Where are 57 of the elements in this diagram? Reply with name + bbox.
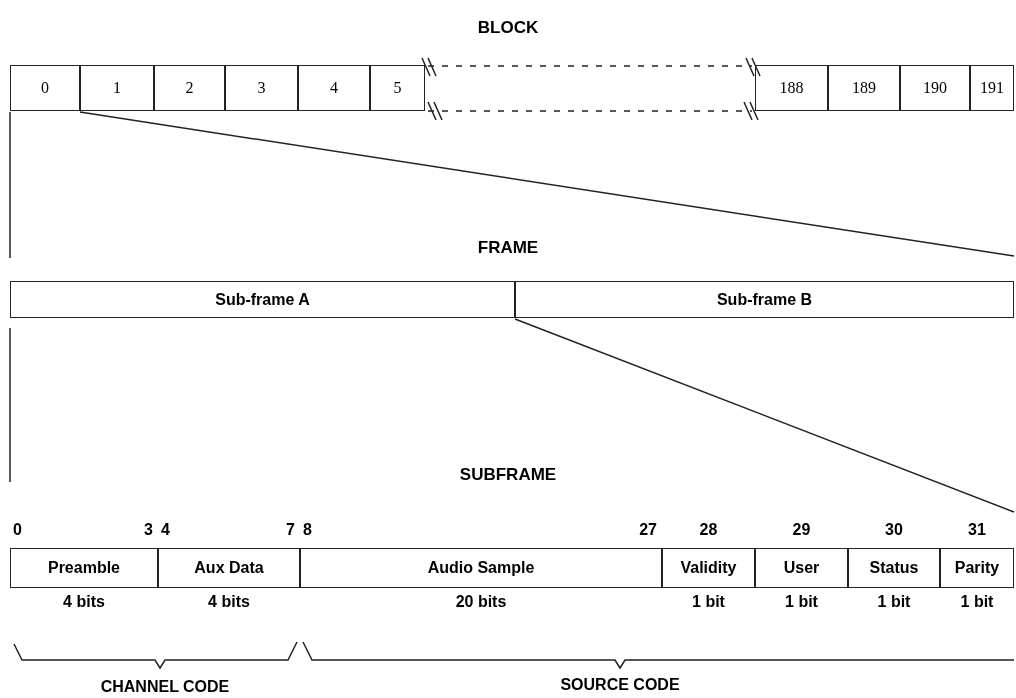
field-label: 5	[393, 79, 402, 97]
bit-count: 1 bit	[691, 593, 726, 611]
field-label: 1	[113, 79, 121, 97]
field-label: Audio Sample	[427, 559, 535, 577]
field-cell	[828, 65, 900, 111]
bit-count: 4 bits	[207, 593, 251, 611]
field-cell	[900, 65, 970, 111]
bit-count: 1 bit	[784, 593, 819, 611]
brace-label: CHANNEL CODE	[99, 678, 231, 696]
field-label: Sub-frame A	[215, 290, 310, 309]
field-cell	[370, 65, 425, 111]
field-label: 189	[852, 79, 876, 97]
bit-count: 20 bits	[454, 593, 508, 611]
field-cell	[515, 281, 1014, 318]
field-label: 188	[779, 79, 804, 97]
zoom-line	[9, 327, 11, 483]
field-label: 3	[257, 79, 266, 97]
section-heading: SUBFRAME	[458, 465, 558, 485]
field-cell	[298, 65, 370, 111]
bit-number: 8	[303, 521, 312, 539]
field-label: 2	[185, 79, 194, 97]
brace-label: SOURCE CODE	[559, 676, 681, 694]
bit-number: 7	[286, 521, 295, 539]
section-heading: BLOCK	[476, 18, 540, 38]
field-cell	[225, 65, 298, 111]
bit-count: 1 bit	[959, 593, 995, 611]
field-cell	[970, 65, 1014, 111]
bit-number: 30	[884, 521, 904, 539]
field-cell	[80, 65, 154, 111]
field-label: Sub-frame B	[716, 290, 813, 309]
bit-count: 4 bits	[62, 593, 106, 611]
field-cell	[755, 65, 828, 111]
bit-number: 4	[161, 521, 170, 539]
field-cell	[10, 65, 80, 111]
field-label: 191	[980, 79, 1004, 97]
bit-number: 31	[967, 521, 987, 539]
zoom-line	[9, 111, 11, 259]
field-label: User	[783, 559, 820, 577]
section-heading: FRAME	[476, 238, 540, 258]
field-label: 0	[41, 79, 49, 97]
field-label: Status	[869, 559, 919, 577]
bit-number: 0	[13, 521, 22, 539]
zoom-line	[514, 318, 1015, 513]
field-label: 4	[330, 79, 338, 97]
field-label: Aux Data	[194, 559, 264, 577]
bit-count: 1 bit	[876, 593, 912, 611]
field-label: Validity	[680, 559, 737, 577]
field-label: Preamble	[47, 559, 120, 577]
zoom-line	[79, 111, 1015, 257]
field-label: 190	[923, 79, 947, 97]
field-label: Parity	[954, 559, 1000, 577]
field-cell	[10, 281, 515, 318]
bit-number: 28	[698, 521, 719, 539]
bit-number: 27	[639, 521, 657, 539]
bit-number: 29	[791, 521, 812, 539]
bit-number: 3	[144, 521, 153, 539]
field-cell	[154, 65, 225, 111]
